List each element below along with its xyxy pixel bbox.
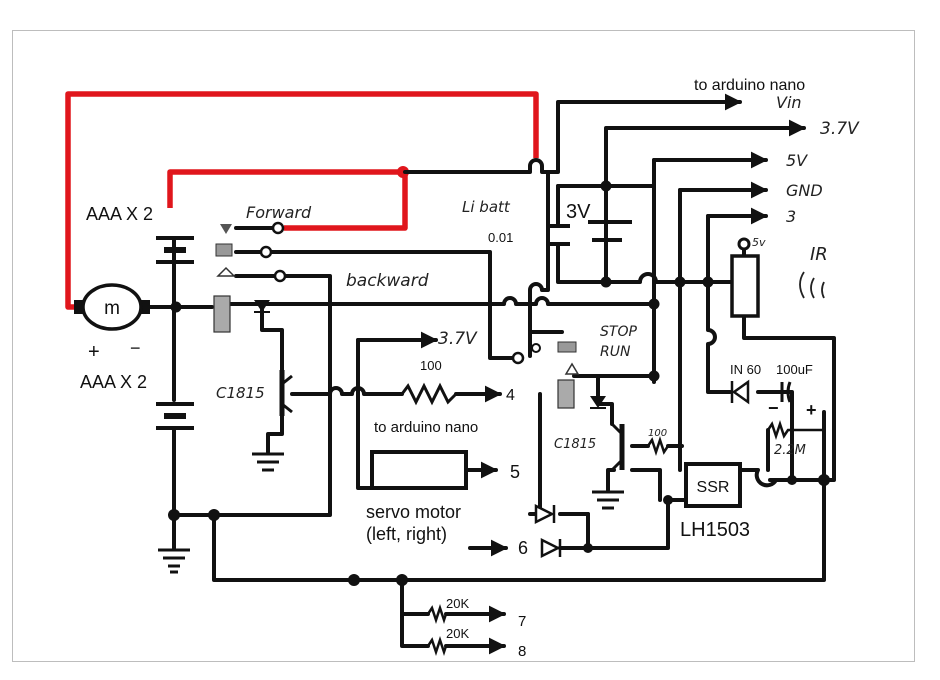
aaa-top-label: AAA X 2: [86, 204, 153, 224]
servo-motor-box: [370, 450, 468, 490]
v37-mid-label: 3.7V: [438, 329, 478, 349]
wire-20k-stem: [400, 578, 430, 648]
pin8-label: 8: [518, 643, 526, 660]
wire-3v-bottom: [556, 244, 680, 284]
transistor-left: [254, 300, 293, 416]
resistor-100-left: [400, 382, 458, 406]
li-batt-area: [552, 192, 634, 244]
li-batt-label: Li batt: [462, 198, 511, 216]
backward-label: backward: [346, 271, 429, 291]
wire-left-emitter: [266, 412, 284, 454]
in60-label: IN 60: [730, 362, 761, 377]
li-batt-value-label: 0.01: [488, 230, 513, 245]
v5-label: 5V: [786, 151, 808, 170]
lh1503-label: LH1503: [680, 519, 750, 541]
wire-ground-bus-left: [174, 328, 332, 517]
transistor-right: [590, 396, 625, 472]
wire-diode-to-cap: [756, 390, 794, 482]
ir-waves-icon: [799, 271, 825, 299]
cap-plus-label: +: [806, 400, 817, 420]
pin6-label: 6: [518, 538, 528, 558]
wire-to-3v7: [604, 119, 806, 188]
diode-in60: [730, 379, 750, 405]
pin3-label: 3: [786, 207, 796, 226]
ir-5v-label: 5v: [752, 236, 766, 249]
cap-100uf-label: 100uF: [776, 362, 813, 377]
r100-right-label: 100: [648, 428, 667, 439]
pin7-label: 7: [518, 613, 526, 630]
run-label: RUN: [600, 344, 631, 360]
aaa-bottom-label: AAA X 2: [80, 372, 147, 392]
wire-right-emitter: [606, 468, 616, 492]
pin4-label: 4: [506, 387, 515, 404]
wire-li-batt-left: [403, 158, 564, 334]
arduino-top-label: to arduino nano: [694, 77, 805, 94]
c1815-right-label: C1815: [554, 437, 596, 452]
wire-to-ssr: [558, 498, 688, 550]
wire-to-vin: [546, 93, 742, 174]
ir-sensor-box: [730, 254, 760, 318]
r100-left-label: 100: [420, 358, 442, 373]
gnd-label: GND: [786, 181, 823, 200]
switch-stop-run: [511, 341, 580, 409]
wire-servo-left: [356, 338, 374, 490]
motor-minus-label: −: [130, 338, 141, 358]
servo-label-line2: (left, right): [366, 524, 447, 544]
red-wire-motor-to-top: [65, 91, 539, 310]
resistor-20k-a: [426, 604, 448, 624]
r20k-a-label: 20K: [446, 596, 469, 611]
wire-ssr-right: [738, 468, 794, 488]
wire-left-diode: [260, 308, 284, 374]
wire-ground-bus-bottom: [212, 478, 826, 582]
capacitor-100uf: [780, 381, 792, 403]
resistor-100-right: [646, 436, 670, 456]
battery-top: [156, 236, 194, 264]
ground-symbol-transistor-right: [592, 490, 624, 510]
junctions: [168, 180, 830, 586]
ir-5v-terminal: [737, 237, 751, 251]
three-v-label: 3V: [566, 201, 591, 223]
v37-top-label: 3.7V: [820, 119, 860, 139]
pin5-label: 5: [510, 462, 520, 482]
wire-right-collector: [630, 468, 662, 502]
ir-label: IR: [810, 244, 828, 265]
wire-pin3-vertical: [706, 214, 732, 394]
forward-label: Forward: [246, 203, 312, 222]
r22m-label: 2.2M: [774, 443, 806, 458]
wire-right-diode: [596, 374, 614, 426]
stop-label: STOP: [600, 324, 637, 340]
ssr-label: SSR: [697, 479, 730, 496]
ground-symbol-transistor-left: [252, 452, 284, 472]
resistor-20k-b: [426, 636, 448, 656]
motor-plus-label: +: [88, 341, 100, 363]
wire-backward: [280, 274, 332, 332]
wires: [148, 93, 836, 655]
capacitor-3v: [546, 220, 632, 246]
c1815-left-label: C1815: [216, 384, 265, 402]
arduino-mid-label: to arduino nano: [374, 419, 478, 436]
vin-label: Vin: [776, 93, 802, 112]
ground-symbol-left: [158, 548, 190, 574]
cap-minus-label: −: [768, 398, 779, 418]
motor-label: m: [104, 298, 120, 319]
battery-bottom: [156, 402, 194, 430]
switch-forward-backward: [213, 221, 287, 333]
wire-motor-bus: [222, 296, 656, 306]
servo-label-line1: servo motor: [366, 502, 461, 522]
ssr-box: [684, 462, 742, 508]
diode-pair: [534, 503, 562, 559]
r20k-b-label: 20K: [446, 626, 469, 641]
resistor-2-2m: [766, 420, 824, 440]
wire-base-left: [290, 386, 404, 396]
motor: m: [74, 283, 150, 331]
